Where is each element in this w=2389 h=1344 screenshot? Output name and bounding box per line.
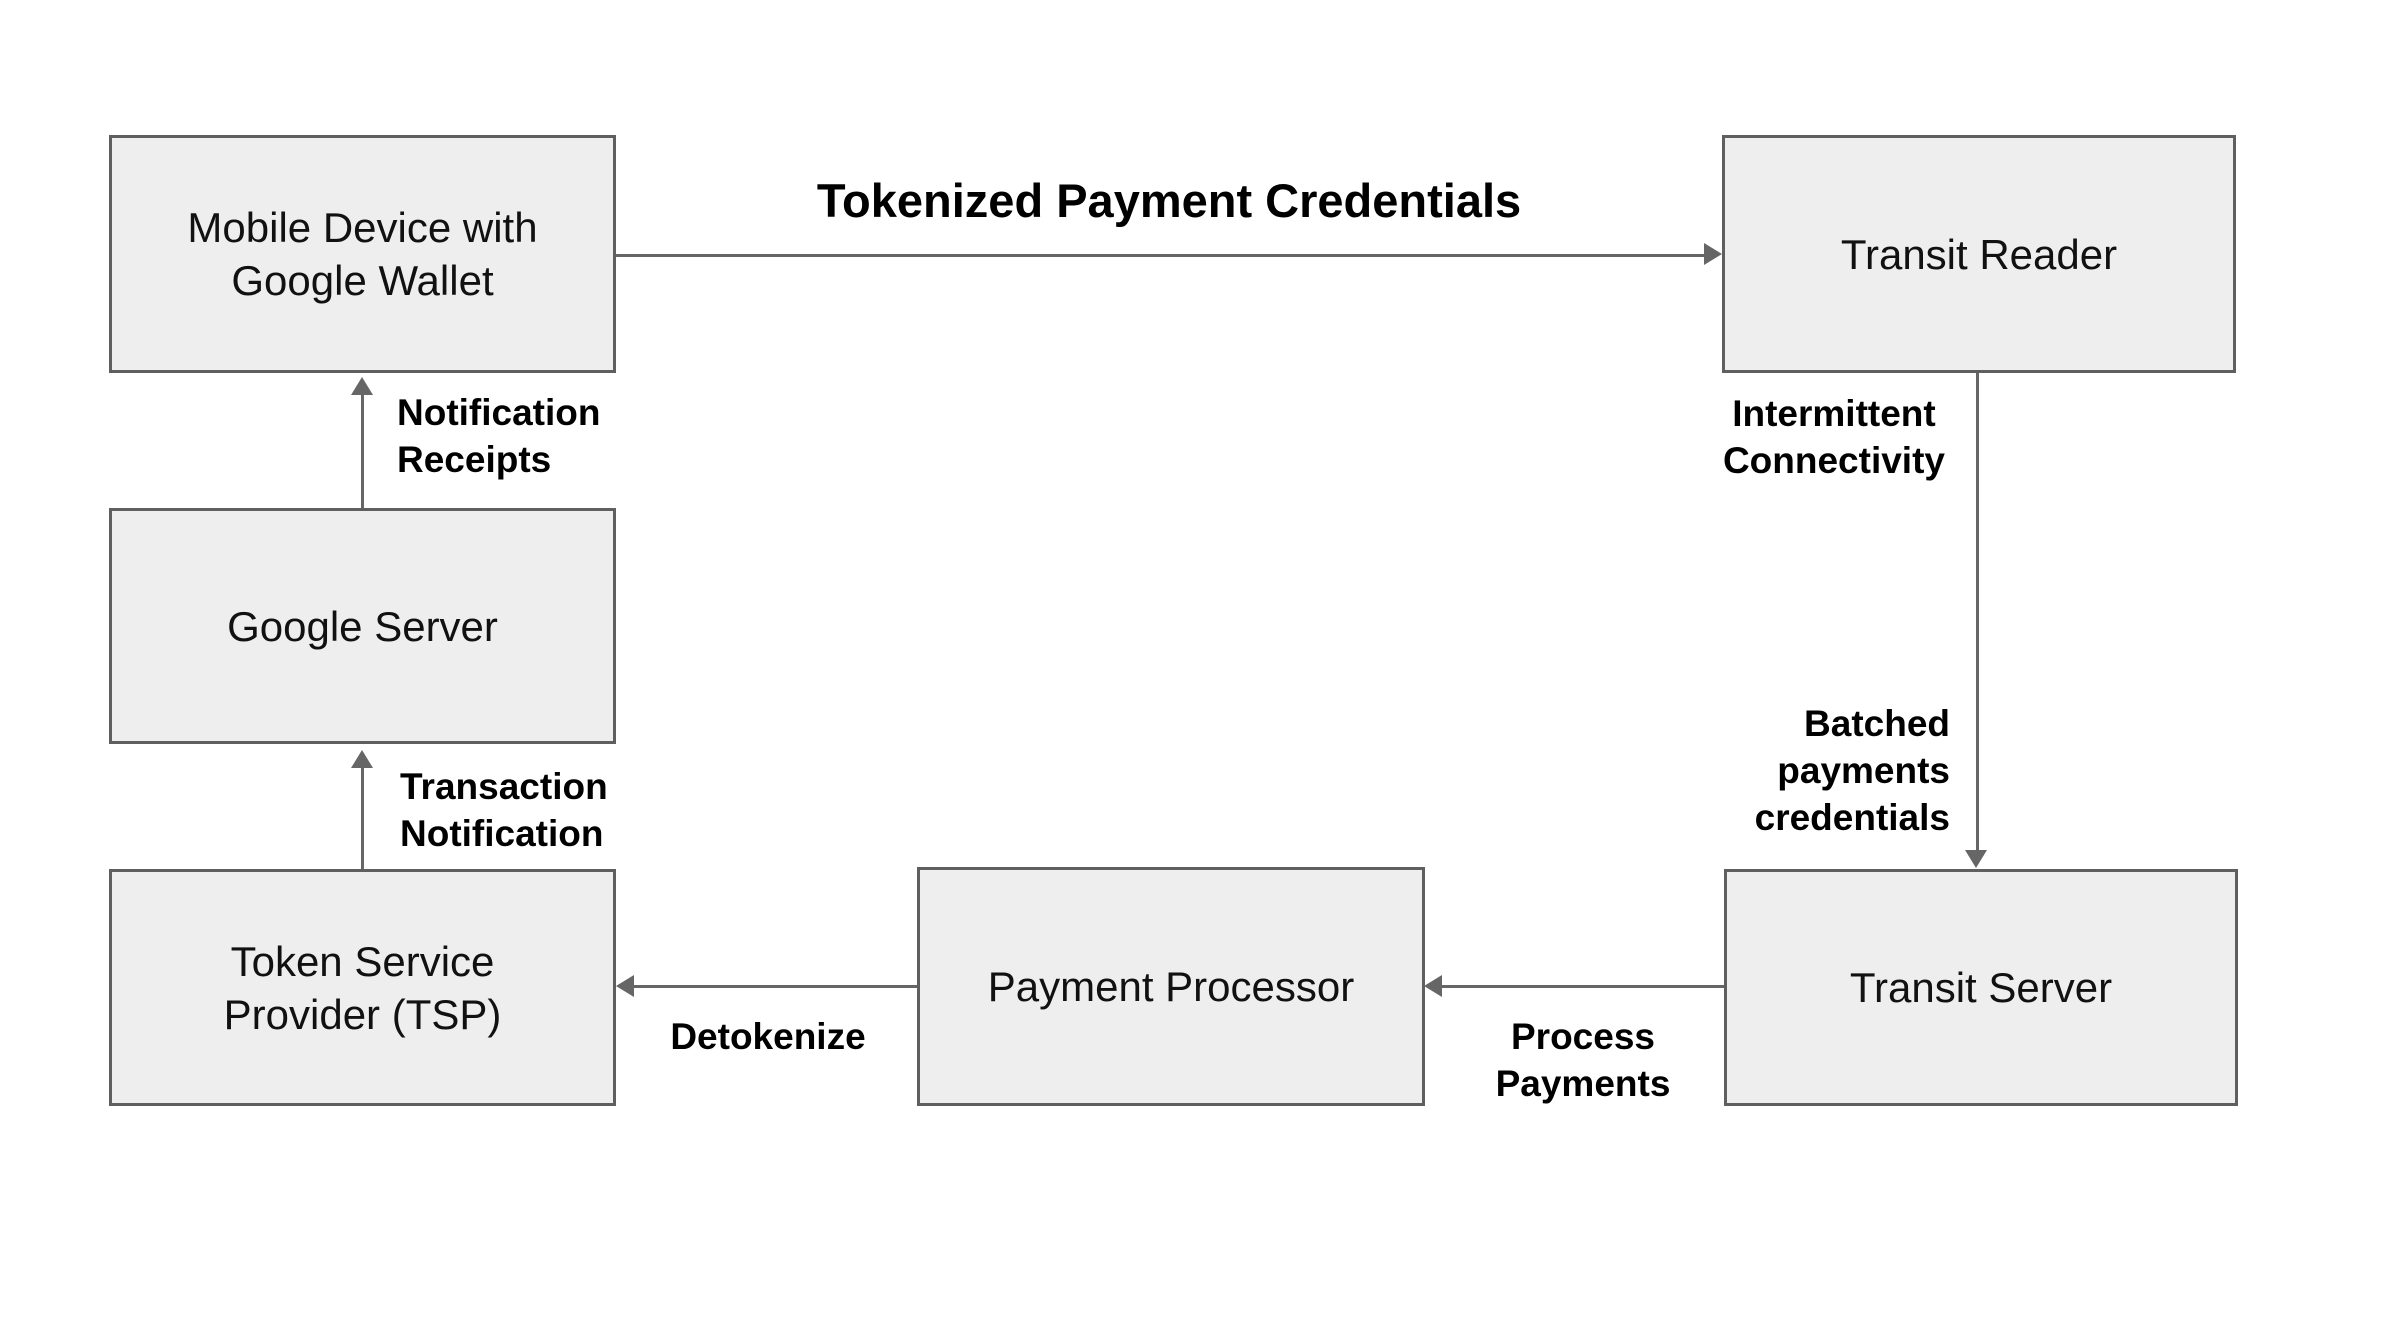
node-mobile-device-google-wallet: Mobile Device with Google Wallet <box>109 135 616 373</box>
arrowhead-up-icon <box>351 377 373 395</box>
node-label: Transit Reader <box>1840 230 2118 278</box>
edge-line-detokenize <box>634 985 917 988</box>
edge-line-transaction-notification <box>361 768 364 869</box>
edge-label-intermittent-connectivity: Intermittent Connectivity <box>1722 393 1945 481</box>
edge-label-batched-payments-credentials: Batched payments credentials <box>1754 703 1950 838</box>
edge-line-notification-receipts <box>361 395 364 508</box>
node-label: Payment Processor <box>987 963 1355 1010</box>
edge-line-tokenized <box>616 254 1704 257</box>
edge-label-detokenize: Detokenize <box>670 1016 866 1057</box>
node-label: Mobile Device with Google Wallet <box>187 204 538 304</box>
arrowhead-left-icon <box>1424 975 1442 997</box>
edge-line-process-payments <box>1442 985 1724 988</box>
node-label: Token Service Provider (TSP) <box>223 937 502 1038</box>
node-label: Google Server <box>227 602 498 650</box>
arrowhead-left-icon <box>616 975 634 997</box>
edge-label-process-payments: Process Payments <box>1495 1016 1671 1104</box>
node-payment-processor: Payment Processor <box>917 867 1425 1106</box>
edge-label-notification-receipts: Notification Receipts <box>397 392 601 480</box>
node-transit-reader: Transit Reader <box>1722 135 2236 373</box>
edge-label-transaction-notification: Transaction Notification <box>400 766 608 854</box>
arrowhead-right-icon <box>1704 243 1722 265</box>
node-transit-server: Transit Server <box>1724 869 2238 1106</box>
edge-line-reader-to-transit-server <box>1976 373 1979 850</box>
node-token-service-provider: Token Service Provider (TSP) <box>109 869 616 1106</box>
node-google-server: Google Server <box>109 508 616 744</box>
edge-label-tokenized-payment-credentials: Tokenized Payment Credentials <box>816 174 1522 227</box>
node-label: Transit Server <box>1849 964 2113 1011</box>
arrowhead-down-icon <box>1965 850 1987 868</box>
arrowhead-up-icon <box>351 750 373 768</box>
